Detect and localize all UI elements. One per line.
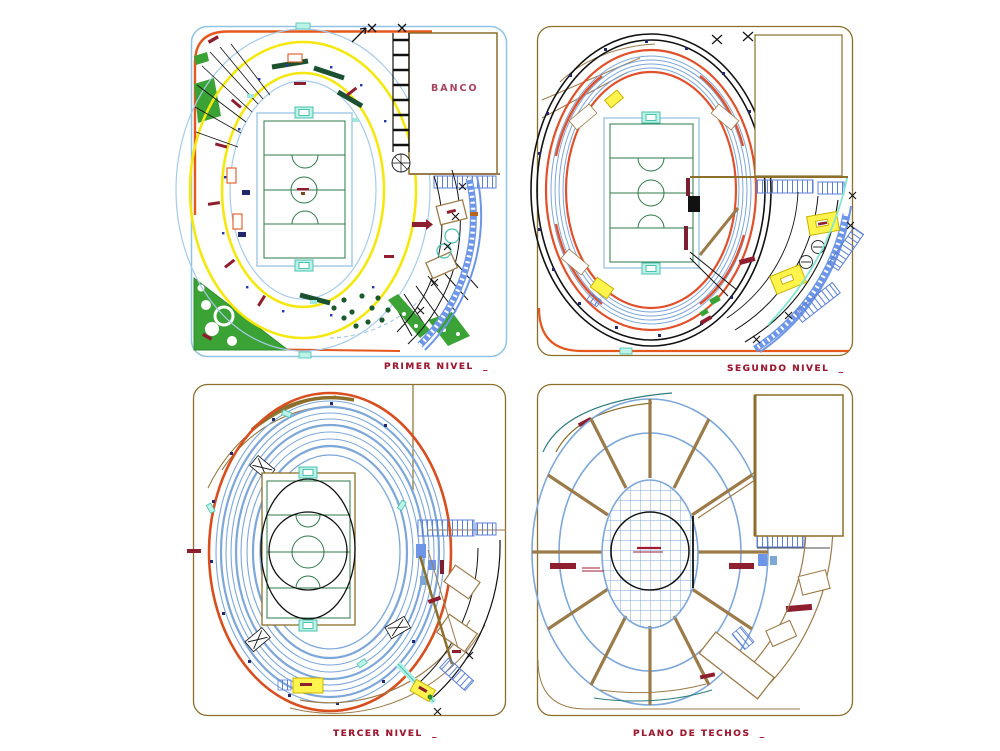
plan3-court (260, 466, 356, 632)
plan3-right-wing (395, 519, 501, 716)
plan4-roof-center (601, 479, 699, 629)
plan1-banco-room (391, 32, 500, 189)
plan-tercer-nivel (187, 383, 507, 717)
goal-icon (641, 111, 661, 275)
plan1-right-wing (396, 169, 483, 351)
plan2-right-wing (684, 176, 865, 353)
plan1-court (256, 106, 353, 272)
plan4-caption: PLANO DE TECHOS _ (633, 729, 766, 739)
plan2-court (603, 111, 700, 275)
plan3-caption: TERCER NIVEL _ (333, 729, 439, 739)
plan-segundo-nivel (530, 25, 865, 357)
banco-room-label: BANCO (431, 83, 479, 94)
plan2-caption: SEGUNDO NIVEL _ (727, 364, 845, 374)
goal-icon (298, 466, 318, 632)
plan2-room (754, 34, 843, 177)
plan4-room (754, 394, 844, 537)
goal-icon (294, 106, 314, 272)
plan-plano-de-techos (531, 383, 854, 717)
plan4-right-wing (698, 511, 834, 700)
plan-primer-nivel (175, 22, 508, 359)
plan1-caption: PRIMER NIVEL _ (384, 362, 490, 372)
